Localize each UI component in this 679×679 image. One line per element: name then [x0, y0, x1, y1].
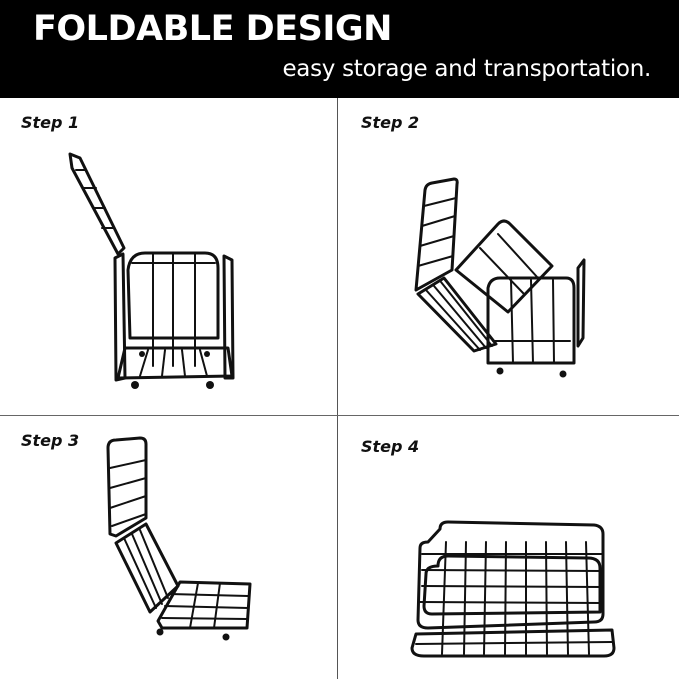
- cart-panels-laid-flat-icon: [106, 436, 252, 641]
- step-3-panel: Step 3: [0, 416, 337, 679]
- step-4-label: Step 4: [361, 437, 420, 456]
- step-1-panel: Step 1: [0, 98, 337, 415]
- cart-unfolding-side-raised-icon: [68, 152, 235, 389]
- step-1-label: Step 1: [21, 113, 80, 132]
- step-4-panel: Step 4: [338, 416, 679, 679]
- cart-sides-folding-icon: [414, 177, 586, 378]
- subheadline: easy storage and transportation.: [282, 56, 651, 82]
- header-banner: FOLDABLE DESIGN easy storage and transpo…: [0, 0, 679, 98]
- cart-fully-folded-icon: [410, 520, 616, 658]
- step-2-panel: Step 2: [338, 98, 679, 415]
- headline: FOLDABLE DESIGN: [33, 9, 392, 49]
- step-3-label: Step 3: [21, 431, 80, 450]
- step-2-label: Step 2: [361, 113, 420, 132]
- vertical-divider: [337, 98, 338, 679]
- horizontal-divider: [0, 415, 679, 416]
